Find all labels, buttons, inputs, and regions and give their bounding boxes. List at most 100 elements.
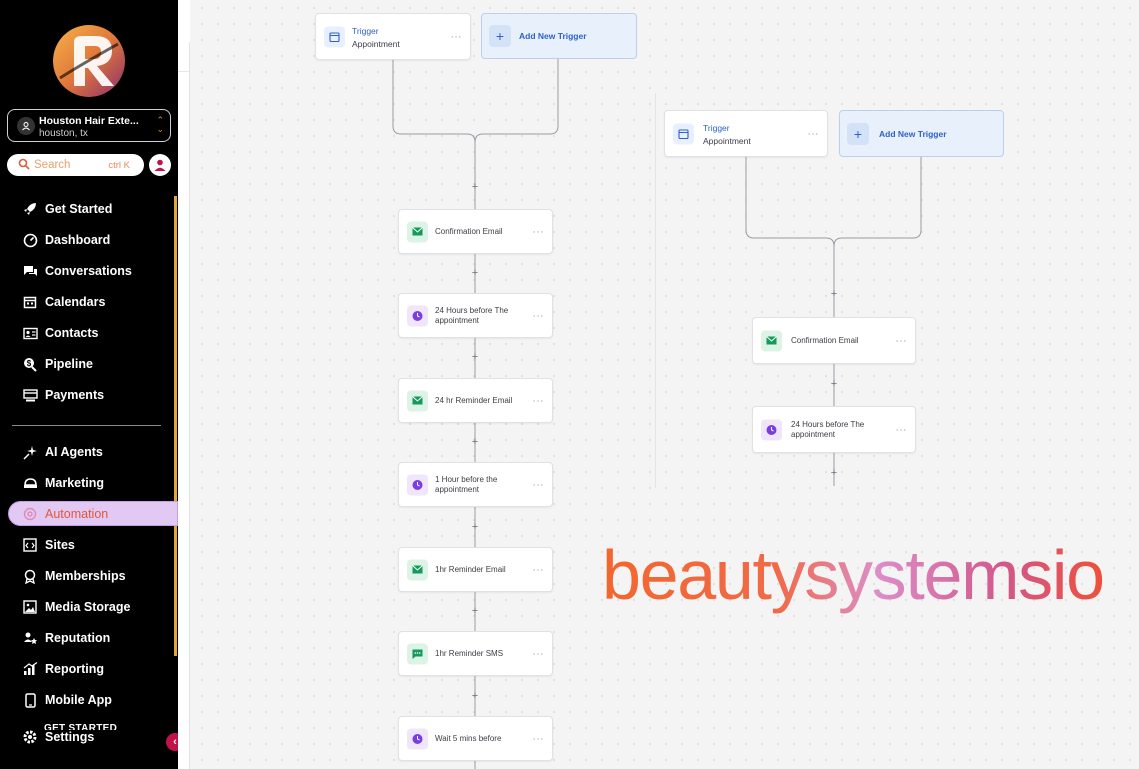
clock-icon xyxy=(407,728,428,749)
add-step-plus-icon[interactable]: + xyxy=(471,436,479,448)
chart-icon xyxy=(22,661,38,677)
sidebar-item-label: Dashboard xyxy=(45,233,111,247)
trigger-title: Trigger xyxy=(703,123,730,133)
plus-icon: + xyxy=(847,122,869,145)
chevron-left-icon: ‹ xyxy=(173,736,177,748)
add-step-plus-icon[interactable]: + xyxy=(471,181,479,193)
contact-card-icon xyxy=(22,325,38,341)
calendar-icon xyxy=(324,26,345,47)
more-menu-icon[interactable]: ··· xyxy=(807,128,819,139)
calendar-icon xyxy=(22,294,38,310)
sidebar-item-mobile-app[interactable]: Mobile App xyxy=(22,690,112,710)
account-switcher[interactable]: Houston Hair Exte... houston, tx ⌃⌄ xyxy=(7,109,171,142)
canvas-left-border xyxy=(189,42,190,769)
workflow-step-card[interactable]: 24 hr Reminder Email ··· xyxy=(398,378,553,423)
sparkle-icon xyxy=(22,444,38,460)
search-input[interactable]: Search ctrl K xyxy=(7,154,144,176)
sidebar-item-memberships[interactable]: Memberships xyxy=(22,566,126,586)
sidebar-item-calendars[interactable]: Calendars xyxy=(22,292,105,312)
plus-icon: + xyxy=(489,25,511,47)
gauge-icon xyxy=(22,232,38,248)
account-location: houston, tx xyxy=(39,128,88,139)
sidebar-item-contacts[interactable]: Contacts xyxy=(22,323,98,343)
brand-text-systems: systems xyxy=(804,537,1051,614)
more-menu-icon[interactable]: ··· xyxy=(532,479,544,490)
sidebar-item-marketing[interactable]: Marketing xyxy=(22,473,104,493)
calendar-icon xyxy=(673,123,694,144)
sidebar-item-label: Mobile App xyxy=(45,693,112,707)
add-step-plus-icon[interactable]: + xyxy=(471,605,479,617)
sidebar-item-reporting[interactable]: Reporting xyxy=(22,659,104,679)
add-step-plus-icon[interactable]: + xyxy=(830,378,838,390)
sidebar-item-label: Conversations xyxy=(45,264,132,278)
sidebar-item-ai-agents[interactable]: AI Agents xyxy=(22,442,103,462)
workflow-step-card[interactable]: 24 Hours before The appointment ··· xyxy=(398,293,553,338)
add-step-plus-icon[interactable]: + xyxy=(471,690,479,702)
search-placeholder: Search xyxy=(34,159,71,171)
sidebar-item-label: Memberships xyxy=(45,569,126,583)
step-label: Confirmation Email xyxy=(791,335,859,345)
clock-icon xyxy=(407,474,428,495)
more-menu-icon[interactable]: ··· xyxy=(532,310,544,321)
more-menu-icon[interactable]: ··· xyxy=(895,424,907,435)
sidebar-item-media-storage[interactable]: Media Storage xyxy=(22,597,130,617)
more-menu-icon[interactable]: ··· xyxy=(532,648,544,659)
user-avatar[interactable] xyxy=(149,154,171,176)
workflow-step-card[interactable]: 1hr Reminder SMS ··· xyxy=(398,631,553,676)
sidebar-item-label: Sites xyxy=(45,538,75,552)
trigger-card[interactable]: Trigger Appointment ··· xyxy=(664,110,828,157)
code-window-icon xyxy=(22,537,38,553)
reputation-icon xyxy=(22,630,38,646)
step-label: Confirmation Email xyxy=(435,226,503,236)
sidebar-item-label: Payments xyxy=(45,388,105,402)
sidebar-item-pipeline[interactable]: $ Pipeline xyxy=(22,354,93,374)
add-new-trigger-button[interactable]: + Add New Trigger xyxy=(481,13,637,59)
brand-text-io: io xyxy=(1052,537,1102,614)
canvas-left-panel xyxy=(178,0,190,769)
sidebar-item-label: Reporting xyxy=(45,662,105,676)
sidebar-item-label: Reputation xyxy=(45,631,111,645)
sidebar: Houston Hair Exte... houston, tx ⌃⌄ Sear… xyxy=(0,0,184,769)
image-icon xyxy=(22,599,38,615)
more-menu-icon[interactable]: ··· xyxy=(895,335,907,346)
more-menu-icon[interactable]: ··· xyxy=(532,226,544,237)
megaphone-icon xyxy=(22,475,38,491)
search-shortcut: ctrl K xyxy=(108,160,130,171)
sidebar-item-reputation[interactable]: Reputation xyxy=(22,628,110,648)
add-new-trigger-button[interactable]: + Add New Trigger xyxy=(839,110,1004,157)
trigger-card[interactable]: Trigger Appointment ··· xyxy=(315,13,471,60)
add-step-plus-icon[interactable]: + xyxy=(471,521,479,533)
payments-icon xyxy=(22,387,38,403)
add-step-plus-icon[interactable]: + xyxy=(830,467,838,479)
more-menu-icon[interactable]: ··· xyxy=(532,733,544,744)
sidebar-item-payments[interactable]: Payments xyxy=(22,385,104,405)
add-step-plus-icon[interactable]: + xyxy=(830,288,838,300)
step-label: 1hr Reminder Email xyxy=(435,564,506,574)
automation-icon xyxy=(22,506,38,522)
more-menu-icon[interactable]: ··· xyxy=(532,564,544,575)
workflow-step-card[interactable]: Wait 5 mins before ··· xyxy=(398,716,553,761)
more-menu-icon[interactable]: ··· xyxy=(450,31,462,42)
workflow-step-card[interactable]: 1 Hour before the appointment ··· xyxy=(398,462,553,507)
sidebar-item-sites[interactable]: Sites xyxy=(22,535,75,555)
canvas-separator xyxy=(655,93,656,488)
more-menu-icon[interactable]: ··· xyxy=(532,395,544,406)
sidebar-item-automation[interactable]: Automation xyxy=(22,504,108,524)
sidebar-item-conversations[interactable]: Conversations xyxy=(22,261,132,281)
workflow-step-card[interactable]: 1hr Reminder Email ··· xyxy=(398,547,553,592)
chevron-updown-icon: ⌃⌄ xyxy=(156,115,164,134)
company-logo[interactable] xyxy=(52,24,126,98)
get-started-overlay-text: GET STARTED xyxy=(44,723,118,730)
sidebar-scrollbar[interactable] xyxy=(174,196,177,656)
sidebar-item-settings[interactable]: Settings xyxy=(22,727,94,747)
workflow-step-card[interactable]: Confirmation Email ··· xyxy=(752,317,916,364)
add-step-plus-icon[interactable]: + xyxy=(471,351,479,363)
add-step-plus-icon[interactable]: + xyxy=(471,267,479,279)
workflow-step-card[interactable]: 24 Hours before The appointment ··· xyxy=(752,406,916,453)
sidebar-item-get-started[interactable]: Get Started xyxy=(22,199,112,219)
sidebar-item-label: Pipeline xyxy=(45,357,93,371)
sidebar-item-dashboard[interactable]: Dashboard xyxy=(22,230,110,250)
workflow-step-card[interactable]: Confirmation Email ··· xyxy=(398,209,553,254)
trigger-title: Trigger xyxy=(352,26,379,36)
